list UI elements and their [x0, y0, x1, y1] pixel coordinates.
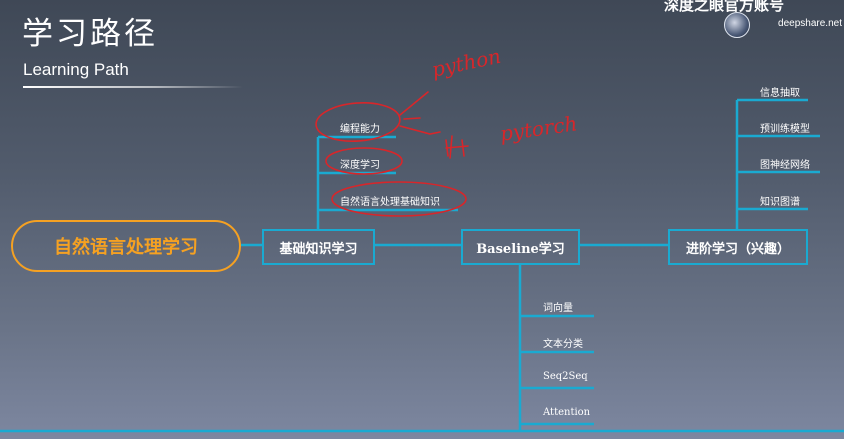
stage-node-advanced: 进阶学习（兴趣）	[668, 229, 808, 265]
baseline-item-seq2seq: Seq2Seq	[543, 371, 588, 382]
basics-item-nlp-basics: 自然语言处理基础知识	[340, 197, 440, 208]
stage-node-basics: 基础知识学习	[262, 229, 375, 265]
watermark: 深度之眼官方账号 deepshare.net	[634, 0, 844, 38]
baseline-item-word-vectors: 词向量	[543, 303, 573, 314]
advanced-item-info-extraction: 信息抽取	[760, 88, 800, 99]
basics-item-deep-learning: 深度学习	[340, 160, 380, 171]
advanced-item-knowledge-graph: 知识图谱	[760, 197, 800, 208]
subtitle-underline	[23, 86, 243, 88]
channel-logo-icon	[724, 12, 750, 38]
baseline-item-attention: Attention	[543, 407, 591, 418]
stage-node-baseline: Baseline学习	[461, 229, 580, 265]
watermark-url: deepshare.net	[778, 18, 842, 29]
advanced-item-pretrained-models: 预训练模型	[760, 124, 810, 135]
watermark-text: 深度之眼官方账号	[663, 0, 784, 14]
baseline-item-text-classification: 文本分类	[543, 339, 583, 350]
basics-item-programming: 编程能力	[340, 124, 380, 135]
advanced-item-gnn: 图神经网络	[760, 160, 810, 171]
page-subtitle: Learning Path	[23, 60, 129, 79]
page-title: 学习路径	[22, 16, 158, 52]
root-node: 自然语言处理学习	[11, 220, 241, 272]
